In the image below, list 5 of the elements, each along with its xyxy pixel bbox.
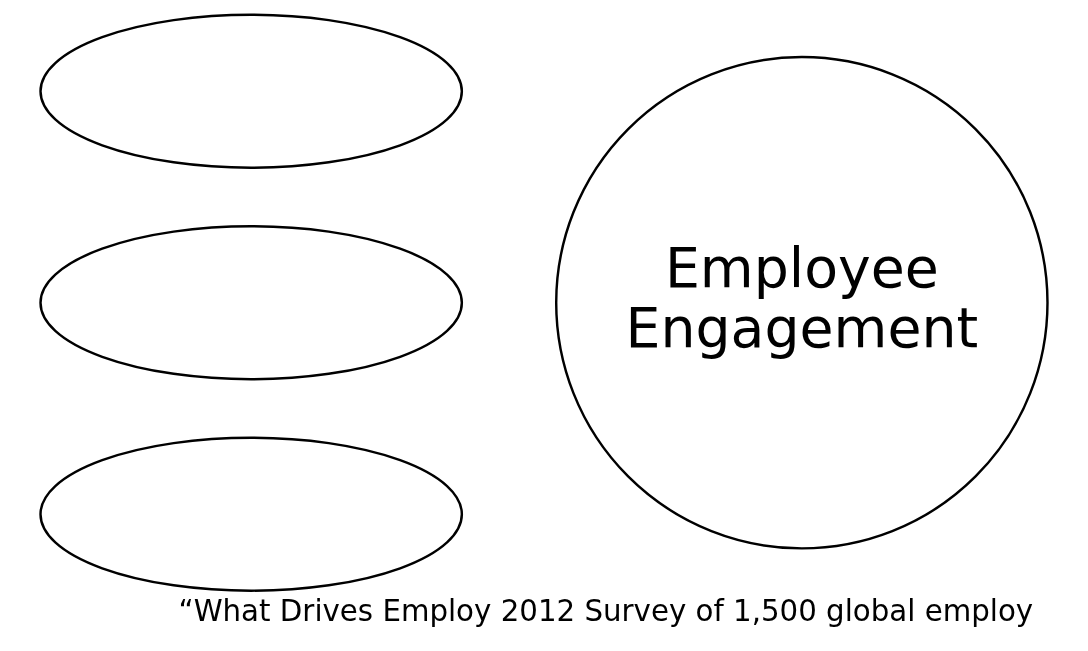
node-ellipse <box>39 225 464 381</box>
node-ellipse <box>39 436 464 592</box>
node-ellipse <box>39 13 464 169</box>
caption: “What Drives Employ 2012 Survey of 1,500 global employ <box>178 593 1034 628</box>
node-circle: Employee Engagement <box>555 55 1049 550</box>
